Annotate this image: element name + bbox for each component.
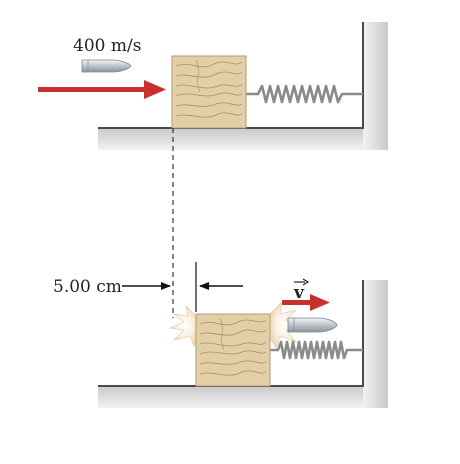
top-wood-block: [171, 55, 247, 129]
speed-label: 400 m/s: [73, 36, 141, 56]
bottom-floor-wall: [98, 280, 388, 408]
bottom-scene: v 5.00 cm: [53, 262, 388, 408]
top-spring: [246, 84, 363, 104]
velocity-symbol: v: [293, 283, 305, 303]
displacement-indicator: [122, 262, 243, 312]
exiting-bullet: [287, 317, 338, 333]
bullet-velocity-arrow: [38, 80, 166, 99]
top-floor-wall: [98, 22, 388, 150]
top-scene: 400 m/s: [38, 22, 388, 150]
incoming-bullet: [81, 59, 132, 73]
impact-flash-left: [168, 304, 199, 347]
exit-velocity-arrow: [282, 294, 330, 311]
velocity-vector-label: v: [293, 278, 310, 303]
displacement-label: 5.00 cm: [53, 277, 122, 297]
bottom-wood-block: [195, 313, 271, 387]
bottom-spring: [270, 340, 363, 360]
